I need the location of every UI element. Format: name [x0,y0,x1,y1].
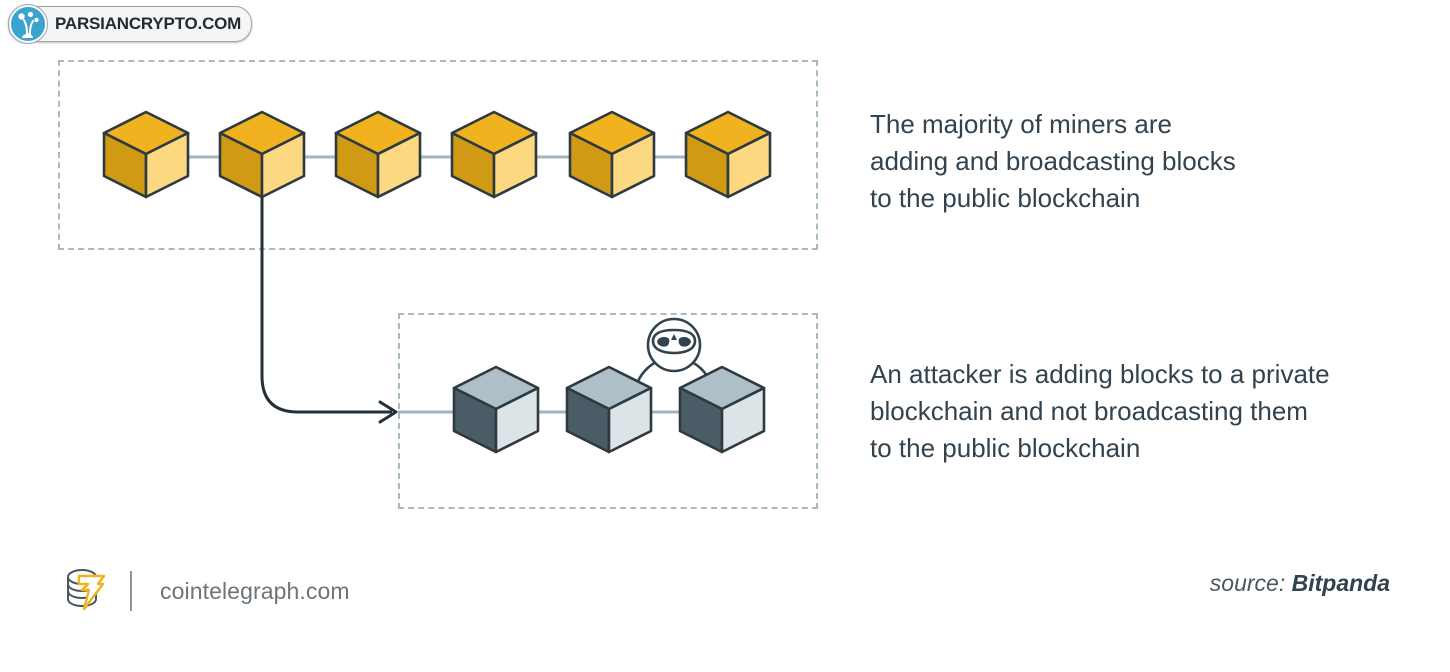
watermark-label: PARSIANCRYPTO.COM [55,14,242,33]
cointelegraph-coin-bolt-icon [62,565,108,618]
footer-source: source: Bitpanda [1210,570,1390,597]
watermark-badge: PARSIANCRYPTO.COM [8,5,253,43]
footer-source-prefix: source: [1209,570,1286,596]
block-public-2 [218,110,306,199]
footer-brand: cointelegraph.com [62,556,350,626]
public-blockchain-group [58,60,818,250]
private-chain-blocks [452,365,766,454]
footer-source-name: Bitpanda [1291,570,1390,596]
block-public-4 [450,110,538,199]
block-public-5 [568,110,656,199]
caption-private-blockchain: An attacker is adding blocks to a privat… [870,359,1330,463]
block-public-6 [684,110,772,199]
block-public-3 [334,110,422,199]
public-chain-blocks [102,110,772,199]
fork-arrow [260,197,398,424]
footer: cointelegraph.com source: Bitpanda [0,556,1450,626]
block-public-1 [102,110,190,199]
parsiancrypto-logo-icon [9,5,47,43]
caption-public-blockchain: The majority of miners are adding and br… [870,109,1236,213]
footer-divider [130,571,132,611]
block-private-1 [452,365,540,454]
footer-site-label: cointelegraph.com [160,577,350,604]
